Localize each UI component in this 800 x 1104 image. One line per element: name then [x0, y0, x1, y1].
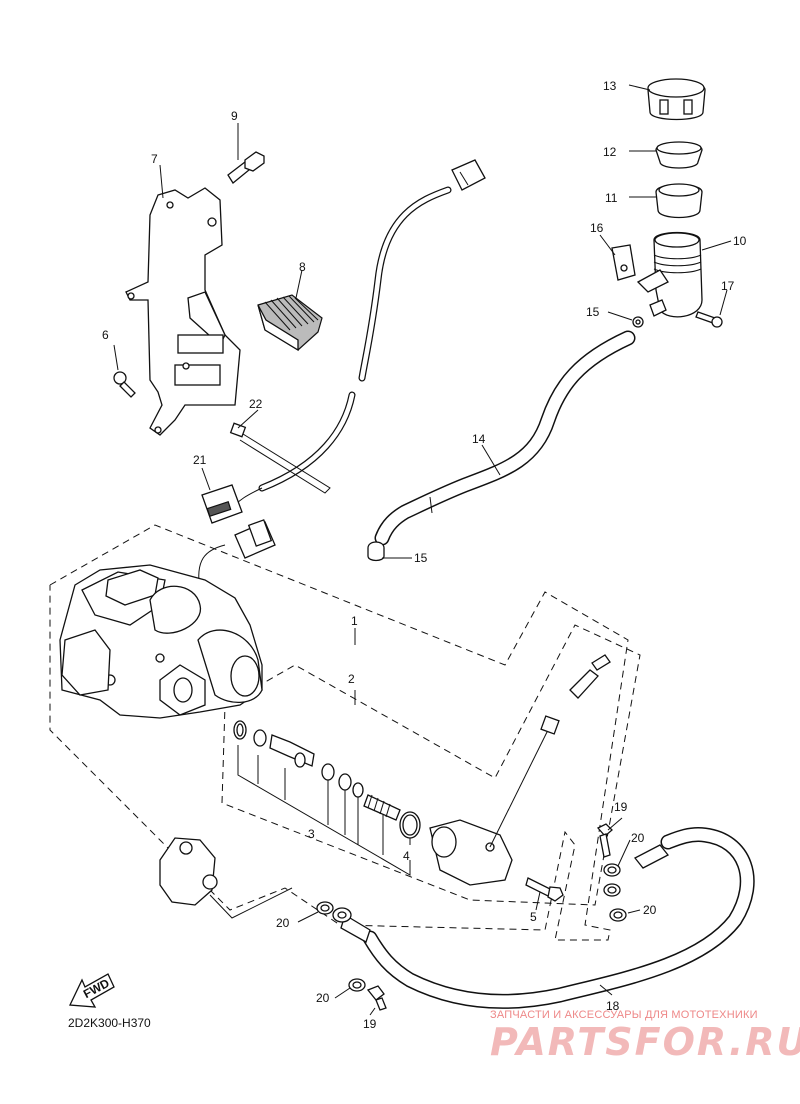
bolt-6-part — [113, 371, 136, 398]
washer-20-b-part — [332, 907, 352, 923]
callout-4: 4 — [403, 849, 410, 863]
ring-12-part — [655, 141, 703, 169]
callout-19-lower: 19 — [363, 1017, 377, 1031]
callout-7: 7 — [151, 152, 158, 166]
callout-20-left: 20 — [276, 916, 290, 930]
callout-21: 21 — [193, 453, 207, 467]
callout-17: 17 — [721, 279, 735, 293]
fwd-arrow-icon: FWD — [69, 973, 115, 1008]
callout-8: 8 — [299, 260, 306, 274]
callout-2: 2 — [348, 672, 355, 686]
callout-22: 22 — [249, 397, 263, 411]
callout-11: 11 — [605, 191, 618, 205]
connector-21-part — [201, 484, 243, 524]
bleed-fitting-part — [569, 654, 611, 699]
hose-14-part — [374, 330, 636, 546]
piston-kit-3-part — [233, 720, 401, 821]
callout-labels: 7 9 6 8 13 12 11 10 16 17 15 14 15 22 21… — [102, 79, 747, 1031]
callout-12: 12 — [603, 145, 617, 159]
callout-20-right: 20 — [643, 903, 657, 917]
clamp-15-lower-part — [367, 541, 385, 562]
reservoir-10-part — [636, 231, 703, 318]
bolt-5-part — [525, 877, 564, 902]
cable-tie-22-part — [229, 422, 331, 494]
bracket-part — [125, 187, 241, 436]
bracket-16-part — [611, 244, 636, 281]
washer-20-f-part — [609, 908, 627, 922]
callout-16: 16 — [590, 221, 604, 235]
callout-15-upper: 15 — [586, 305, 600, 319]
screw-17-part — [695, 311, 723, 328]
callout-18: 18 — [606, 999, 620, 1013]
callout-3: 3 — [308, 827, 315, 841]
watermark-caption: ЗАПЧАСТИ И АКСЕССУАРЫ ДЛЯ МОТОТЕХНИКИ — [490, 1009, 758, 1021]
hose-18-part — [340, 827, 755, 1009]
diaphragm-11-part — [655, 183, 703, 219]
callout-20-lower: 20 — [316, 991, 330, 1005]
callout-6: 6 — [102, 328, 109, 342]
main-unit-1-part — [59, 564, 263, 719]
group-bracket-3 — [237, 745, 411, 876]
callout-1: 1 — [351, 614, 358, 628]
clamp-15-upper-part — [632, 316, 644, 328]
callout-15-lower: 15 — [414, 551, 428, 565]
watermark-brand: PARTSFOR.RU — [490, 1020, 800, 1064]
assembly-outline-1 — [49, 524, 629, 941]
cylinder-body-part — [429, 715, 560, 886]
callout-13: 13 — [603, 79, 617, 93]
leader-lines — [113, 84, 732, 1016]
sensor-connector-part — [234, 519, 276, 559]
callout-9: 9 — [231, 109, 238, 123]
washer-20-c-part — [348, 978, 366, 992]
fitting-reservoir-part — [649, 299, 667, 317]
washer-20-d-part — [603, 863, 621, 877]
callout-19-upper: 19 — [614, 800, 628, 814]
callout-5: 5 — [530, 910, 537, 924]
callout-10: 10 — [733, 234, 747, 248]
diagram-code: 2D2K300-H370 — [68, 1016, 151, 1030]
banjo-bolt-19-upper-part — [596, 823, 613, 858]
callout-20-upper: 20 — [631, 831, 645, 845]
washer-20-a-part — [316, 901, 334, 915]
washer-20-e-part — [603, 883, 621, 897]
regulator-8-part — [257, 294, 323, 352]
engine-case-part — [159, 837, 293, 919]
cap-13-part — [647, 78, 706, 121]
banjo-bolt-19-lower-part — [366, 985, 387, 1011]
assembly-outline-2 — [221, 624, 641, 906]
callout-14: 14 — [472, 432, 486, 446]
bolt-9-part — [227, 151, 265, 184]
o-ring-4-part — [399, 811, 421, 839]
